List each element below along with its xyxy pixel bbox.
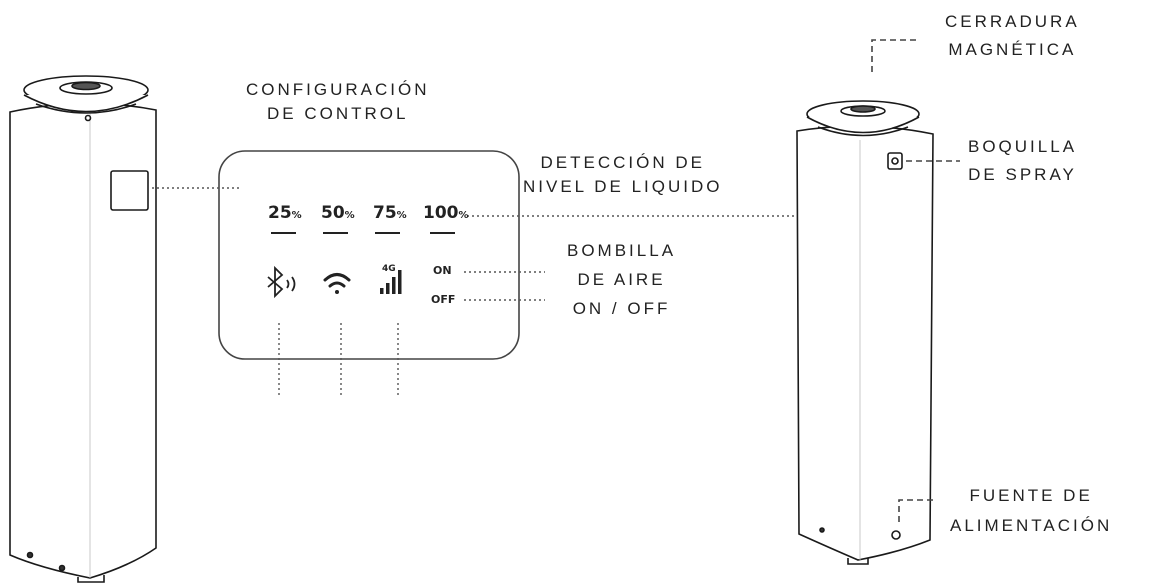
bulb-line3: ON / OFF	[572, 299, 671, 318]
config-title: CONFIGURACIÓN DE CONTROL	[246, 78, 430, 126]
dashed-leaders	[871, 39, 960, 522]
config-line2: DE CONTROL	[267, 104, 409, 123]
level-line1: DETECCIÓN DE	[540, 153, 705, 172]
config-line1: CONFIGURACIÓN	[246, 80, 430, 99]
power-line1: FUENTE DE	[969, 486, 1093, 505]
level-75: 75%	[373, 203, 407, 223]
power-line2: ALIMENTACIÓN	[950, 516, 1113, 535]
control-panel	[218, 150, 520, 360]
level-line2: NIVEL DE LIQUIDO	[523, 177, 723, 196]
wifi-icon	[323, 273, 351, 294]
nozzle-line2: DE SPRAY	[968, 165, 1077, 184]
on-label: ON	[433, 264, 452, 277]
lock-line2: MAGNÉTICA	[948, 40, 1077, 59]
signal-bars-icon	[380, 270, 402, 294]
bluetooth-icon	[267, 265, 296, 299]
nozzle-title: BOQUILLA DE SPRAY	[968, 133, 1077, 189]
off-label: OFF	[431, 293, 456, 306]
bulb-title: BOMBILLA DE AIRE ON / OFF	[567, 236, 676, 323]
level-title: DETECCIÓN DE NIVEL DE LIQUIDO	[523, 151, 722, 199]
power-title: FUENTE DE ALIMENTACIÓN	[950, 481, 1112, 541]
network-4g-label: 4G	[382, 264, 396, 274]
callout-lines	[152, 187, 795, 398]
lock-title: CERRADURA MAGNÉTICA	[945, 8, 1080, 64]
lock-line1: CERRADURA	[945, 12, 1080, 31]
nozzle-line1: BOQUILLA	[968, 137, 1078, 156]
right-diffuser-tower	[796, 100, 934, 565]
bulb-line2: DE AIRE	[577, 270, 666, 289]
level-25: 25%	[268, 203, 302, 223]
level-50: 50%	[321, 203, 355, 223]
left-diffuser-tower	[9, 75, 157, 583]
bulb-line1: BOMBILLA	[567, 241, 677, 260]
level-100: 100%	[423, 203, 469, 223]
